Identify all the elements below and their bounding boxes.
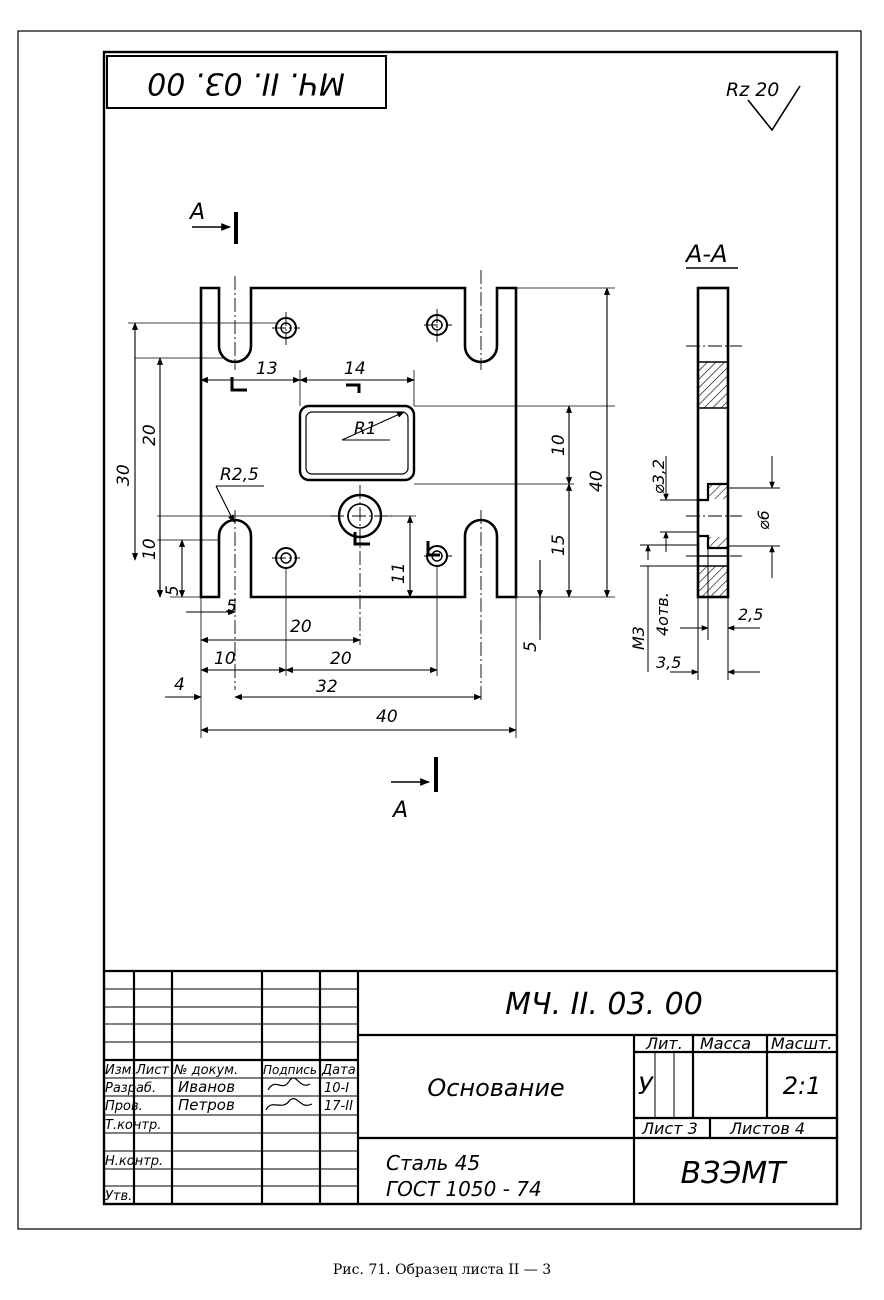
dim-20-a: 20 (290, 617, 312, 637)
roughness-label: Rz 20 (726, 79, 779, 101)
dim-20-b: 20 (330, 649, 352, 669)
rect-window (298, 404, 416, 482)
dim-11: 11 (389, 562, 409, 584)
frame-border (102, 50, 839, 1206)
section-view: А-А (629, 240, 780, 680)
corner-code-box: МЧ. II. 03. 00 (106, 55, 387, 109)
sheet-label: Лист 3 (641, 1119, 698, 1138)
signature-razrab (267, 1077, 311, 1091)
col-header-list: Лист (135, 1063, 169, 1078)
row-name-prov: Петров (178, 1096, 235, 1114)
col-header-sign: Подпись (263, 1063, 317, 1077)
dim-40-right: 40 (587, 470, 607, 492)
center-lines (234, 270, 482, 700)
dim-3-5: 3,5 (656, 653, 681, 672)
section-mark-top: А (188, 200, 238, 244)
row-name-razrab: Иванов (178, 1078, 235, 1096)
row-role-utv: Утв. (105, 1189, 132, 1204)
part-name: Основание (427, 1074, 564, 1102)
organization: ВЗЭМТ (681, 1156, 789, 1191)
row-role-razrab: Разраб. (105, 1081, 156, 1096)
dim-20-vert: 20 (140, 424, 160, 446)
section-letter-top: А (188, 200, 205, 225)
col-header-izm: Изм (105, 1063, 132, 1078)
section-mark-bottom: А (391, 757, 438, 823)
row-role-prov: Пров. (105, 1099, 143, 1114)
title-block: МЧ. II. 03. 00 Основание Сталь 45 ГОСТ 1… (104, 969, 837, 1204)
radius-r1: R1 (354, 419, 377, 439)
screw-holes (275, 314, 448, 569)
dim-5-bottom: 5 (226, 597, 237, 617)
part-outline (199, 286, 518, 599)
outer-trim-border (17, 30, 862, 1230)
dim-phi-3-2: ⌀3,2 (649, 459, 668, 494)
corner-code: МЧ. II. 03. 00 (147, 66, 345, 101)
dim-10-vert: 10 (140, 538, 160, 560)
front-view: 13 14 R1 R2,5 30 20 10 5 10 40 15 11 5 2… (114, 270, 615, 738)
scale-label: Масшт. (771, 1034, 832, 1053)
dim-14: 14 (344, 359, 366, 379)
dim-32: 32 (316, 677, 338, 697)
figure-caption: Рис. 71. Образец листа II — 3 (332, 1262, 552, 1278)
dim-30: 30 (114, 464, 134, 486)
dim-13: 13 (256, 359, 278, 379)
dim-10-bottom: 10 (214, 649, 236, 669)
row-date-prov: 17-II (324, 1099, 353, 1114)
section-title: А-А (684, 240, 728, 268)
row-role-nkontr: Н.контр. (105, 1154, 163, 1169)
dim-5-right: 5 (521, 641, 541, 652)
dim-holes-count: 4отв. (653, 592, 672, 636)
dim-40-bottom: 40 (376, 707, 398, 727)
dim-2-5: 2,5 (738, 605, 763, 624)
dim-m3: М3 (629, 626, 648, 650)
roughness-symbol: Rz 20 (726, 79, 801, 132)
dim-10-right: 10 (549, 434, 569, 456)
designation: МЧ. II. 03. 00 (505, 987, 703, 1022)
lit-value: У (638, 1072, 654, 1100)
signature-prov (265, 1098, 313, 1111)
material-line-2: ГОСТ 1050 - 74 (386, 1177, 542, 1201)
sheets-label: Листов 4 (729, 1119, 805, 1138)
radius-r2-5: R2,5 (220, 465, 259, 485)
row-date-razrab: 10-I (324, 1081, 349, 1096)
dim-4: 4 (174, 675, 185, 695)
dim-15-right: 15 (549, 534, 569, 556)
lit-label: Лит. (645, 1034, 683, 1053)
col-header-date: Дата (321, 1063, 356, 1078)
col-header-doc: № докум. (173, 1063, 238, 1078)
mass-label: Масса (700, 1034, 751, 1053)
dim-phi-6: ⌀6 (754, 510, 773, 530)
row-role-tkontr: Т.контр. (105, 1118, 161, 1133)
dim-5-vert: 5 (163, 585, 183, 596)
material-line-1: Сталь 45 (386, 1151, 480, 1175)
section-letter-bottom: А (391, 798, 408, 823)
scale-value: 2:1 (783, 1072, 822, 1100)
